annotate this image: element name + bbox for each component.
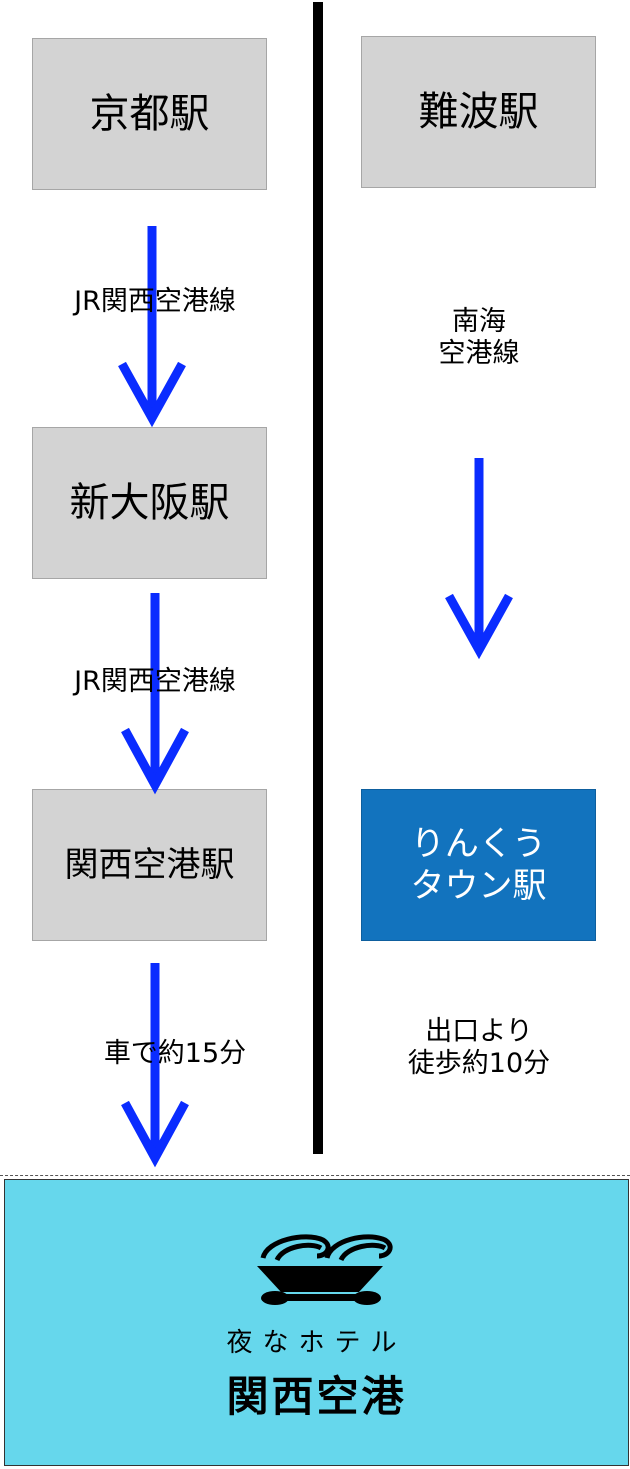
arrow-airport-to-hotel [121, 963, 189, 1168]
hotel-subtitle: 夜なホテル [226, 1328, 407, 1358]
station-rinku-line2: タウン駅 [410, 866, 547, 906]
route-label-car: 車で約15分 [103, 1038, 247, 1069]
station-kansai-airport: 関西空港駅 [32, 789, 267, 941]
station-namba: 難波駅 [361, 36, 596, 188]
center-divider [313, 2, 323, 1154]
arrow-kyoto-to-shin-osaka [118, 226, 186, 428]
arrow-namba-to-rinku [445, 458, 513, 660]
arrow-shin-osaka-to-airport [121, 593, 189, 795]
route-label-jr-1: JR関西空港線 [74, 286, 236, 317]
hotel-name: 関西空港 [226, 1372, 407, 1421]
hotel-destination: 夜なホテル 関西空港 [4, 1179, 629, 1466]
station-rinku-town: りんくう タウン駅 [361, 789, 596, 941]
route-label-nankai-line2: 空港線 [438, 338, 520, 370]
route-label-nankai: 南海 空港線 [364, 306, 594, 371]
station-kyoto: 京都駅 [32, 38, 267, 190]
dashed-separator [0, 1175, 630, 1176]
route-label-nankai-line1: 南海 [452, 306, 506, 337]
route-label-walk-line2: 徒歩約10分 [407, 1048, 551, 1080]
station-shin-osaka: 新大阪駅 [32, 427, 267, 579]
station-rinku-line1: りんくう [410, 823, 547, 864]
hotel-logo-icon [257, 1234, 393, 1305]
route-label-jr-2: JR関西空港線 [74, 666, 236, 697]
route-label-walk-line1: 出口より [425, 1016, 533, 1047]
route-label-walk: 出口より 徒歩約10分 [364, 1016, 594, 1081]
